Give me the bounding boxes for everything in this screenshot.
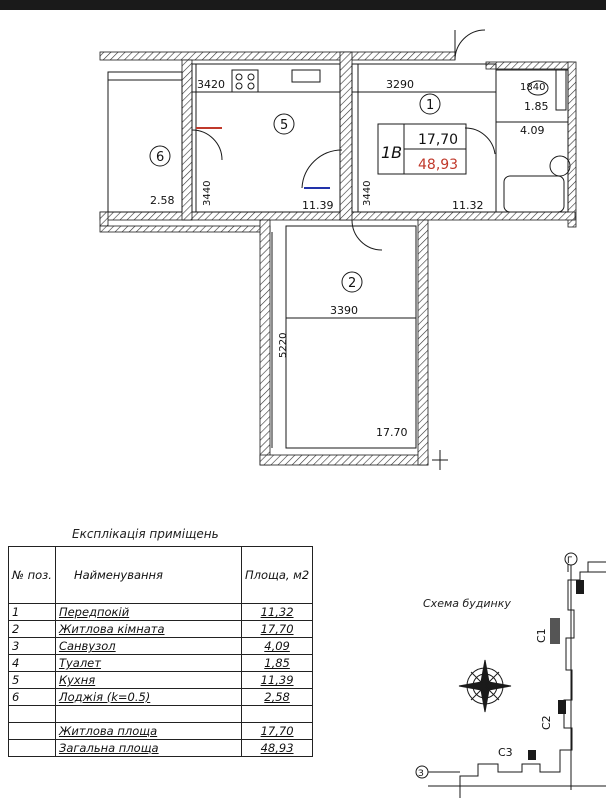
header-name: Найменування: [54, 546, 242, 604]
table-row: 1 Передпокій 11,32: [8, 603, 314, 621]
total-area: 48,93: [260, 741, 294, 755]
sink-icon: [291, 69, 321, 83]
row-area: 11,39: [260, 673, 294, 687]
building-scheme: С1 С2 С3 Г З: [415, 552, 606, 798]
row-no: [8, 705, 56, 723]
row-no: [8, 739, 56, 757]
total-name: Житлова площа: [58, 724, 158, 738]
bathtub-icon: [503, 175, 565, 213]
row-name: Житлова кімната: [58, 622, 165, 636]
dim-kitchen-depth: 3440: [202, 181, 213, 206]
row-area: 4,09: [264, 639, 290, 653]
living-outline: [285, 225, 417, 449]
toilet-area: 1.85: [524, 100, 549, 113]
dim-living-depth: 5220: [278, 333, 289, 358]
dim-toilet-width: 1840: [520, 82, 545, 93]
room-area-5: 11.39: [302, 199, 334, 212]
row-no: 2: [8, 620, 56, 638]
row-name: [54, 705, 242, 723]
room-area-1: 11.32: [452, 199, 484, 212]
table-row: 6 Лоджія (k=0.5) 2,58: [8, 688, 314, 706]
total-area: 17,70: [260, 724, 294, 738]
row-name: Санвузол: [58, 639, 116, 653]
unit-total-area: 48,93: [418, 157, 458, 173]
table-row: 2 Житлова кімната 17,70: [8, 620, 314, 638]
axis-label-g: Г: [567, 556, 573, 566]
header-area: Площа, м2: [240, 546, 314, 604]
scheme-label-c1: С1: [535, 628, 548, 643]
row-area: 11,32: [260, 605, 294, 619]
row-no: [8, 722, 56, 740]
row-name: Передпокій: [58, 605, 130, 619]
top-dark-strip: [0, 0, 606, 10]
scheme-label-c2: С2: [540, 715, 553, 730]
exterior-walls: [99, 51, 577, 466]
table-row-total: Житлова площа 17,70: [8, 722, 314, 740]
row-name: Лоджія (k=0.5): [58, 690, 151, 704]
row-area: [240, 705, 314, 723]
axis-label-z: З: [418, 769, 424, 779]
dim-living-width: 3390: [330, 304, 358, 317]
toilet-icon: [527, 80, 549, 96]
table-row: 5 Кухня 11,39: [8, 671, 314, 689]
room-number-2: 2: [348, 276, 356, 291]
explication-title: Експлікація приміщень: [72, 527, 219, 541]
dim-hall-depth: 3440: [362, 181, 373, 206]
bath-area: 4.09: [520, 124, 545, 137]
table-row: 3 Санвузол 4,09: [8, 637, 314, 655]
kitchen-outline: [191, 63, 341, 213]
unit-living-area: 17,70: [418, 132, 458, 148]
room-area-6: 2.58: [150, 194, 175, 207]
washbasin-icon: [549, 155, 571, 177]
scheme-title: Схема будинку: [423, 597, 511, 610]
dim-hall-width: 3290: [386, 78, 414, 91]
stove-icon: [231, 69, 259, 93]
table-row-empty: [8, 705, 314, 723]
row-no: 5: [8, 671, 56, 689]
table-row-total: Загальна площа 48,93: [8, 739, 314, 757]
table-row: 4 Туалет 1,85: [8, 654, 314, 672]
row-no: 6: [8, 688, 56, 706]
row-no: 3: [8, 637, 56, 655]
room-number-1: 1: [426, 98, 434, 113]
row-name: Кухня: [58, 673, 96, 687]
row-area: 1,85: [264, 656, 290, 670]
explication-table: № поз. Найменування Площа, м2 1 Передпок…: [8, 546, 314, 757]
floor-plan: 3420 3290 1840 1.85 4.09 3440 3440 3390 …: [99, 29, 577, 470]
scheme-label-c3: С3: [498, 746, 513, 759]
room-number-6: 6: [156, 150, 164, 165]
row-area: 17,70: [260, 622, 294, 636]
header-no: № поз.: [8, 546, 56, 604]
room-area-2: 17.70: [376, 426, 408, 439]
row-area: 2,58: [264, 690, 290, 704]
dim-kitchen-width: 3420: [197, 78, 225, 91]
unit-id: 1В: [381, 143, 402, 162]
loggia-outline: [107, 71, 183, 213]
total-name: Загальна площа: [58, 741, 159, 755]
row-no: 1: [8, 603, 56, 621]
room-number-5: 5: [280, 118, 288, 133]
row-name: Туалет: [58, 656, 101, 670]
table-header-row: № поз. Найменування Площа, м2: [8, 546, 314, 604]
compass-icon: [458, 659, 512, 713]
row-no: 4: [8, 654, 56, 672]
